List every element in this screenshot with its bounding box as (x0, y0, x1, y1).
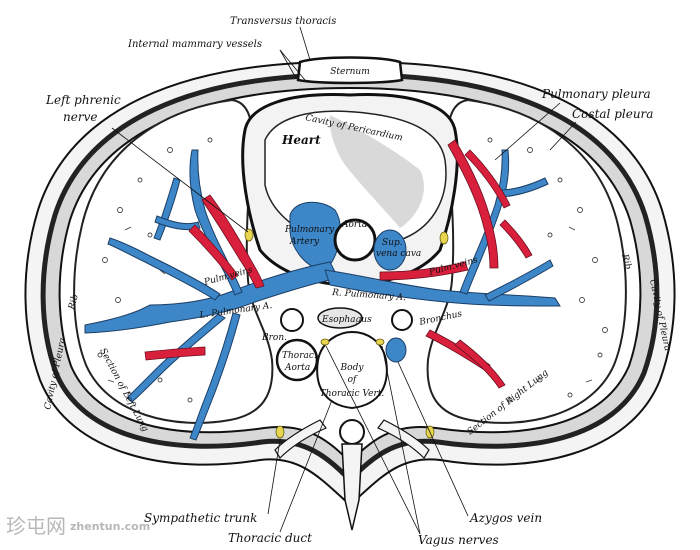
rib-right-label: Rib (619, 252, 633, 271)
thoracic-aorta-label-2: Aorta (284, 363, 310, 373)
sympathetic-trunk-left (275, 425, 285, 439)
vertebra-label-2: of (348, 375, 358, 385)
right-pulmonary-artery (324, 269, 561, 307)
rib-left-label: Rib (67, 293, 81, 312)
nerves (244, 228, 449, 439)
thoracic-duct-label: Thoracic duct (228, 531, 312, 545)
vertebra-label-3: Thoracic Vert. (320, 389, 385, 399)
sternum-label: Sternum (330, 67, 370, 77)
pulmonary-artery-tree (84, 149, 561, 441)
sternum (296, 56, 404, 85)
left-phrenic-nerve (244, 228, 254, 242)
svc-label-2: vena cava (376, 249, 421, 259)
exterior-labels: Transversus thoracis Internal mammary ve… (45, 16, 653, 547)
vagus-left (320, 338, 330, 346)
svc-label-1: Sup. (382, 238, 403, 248)
bronchus-left-label: Bron. (261, 333, 287, 343)
azygos-vein-vessel (385, 337, 407, 363)
pulmonary-pleura-label: Pulmonary pleura (541, 87, 651, 101)
watermark-cn: 珍屯网 (6, 514, 66, 538)
right-phrenic-nerve (439, 231, 449, 245)
right-bronchus (391, 309, 413, 331)
vertebral-body (316, 330, 388, 410)
sympathetic-trunk-label: Sympathetic trunk (144, 511, 257, 525)
left-phrenic-label-2: nerve (63, 110, 97, 124)
sternum-group: Sternum (296, 56, 404, 85)
superior-vena-cava (373, 229, 407, 271)
transversus-thoracis-label: Transversus thoracis (230, 16, 336, 27)
spinal-canal (339, 419, 365, 445)
heart-shading (329, 115, 424, 228)
mediastinum (274, 218, 430, 531)
internal-mammary-label: Internal mammary vessels (127, 39, 262, 50)
vagus-nerves-label: Vagus nerves (418, 533, 499, 547)
vagus-right (375, 338, 385, 346)
costal-pleura-label: Costal pleura (572, 107, 653, 121)
watermark-url: zhentun.com (70, 520, 150, 533)
spinous-process (341, 443, 363, 531)
pulmonary-artery-label-1: Pulmonary (284, 225, 335, 235)
left-pulmonary-artery (84, 261, 339, 334)
azygos-vein-label: Azygos vein (469, 511, 542, 525)
thoracic-aorta-label-1: Thorac. (282, 351, 317, 361)
pulmonary-artery-label-2: Artery (289, 237, 320, 247)
vertebra-label-1: Body (340, 363, 365, 373)
esophagus-label: Esophagus (321, 315, 372, 325)
aorta (333, 218, 377, 262)
watermark: 珍屯网 zhentun.com (6, 514, 150, 538)
heart-label: Heart (281, 133, 321, 147)
left-phrenic-label-1: Left phrenic (45, 93, 121, 107)
left-bronchus (280, 308, 304, 332)
aorta-label: Aorta (341, 220, 367, 230)
pulmonary-veins (144, 139, 533, 389)
esophagus (317, 307, 363, 329)
lungs (73, 98, 627, 424)
